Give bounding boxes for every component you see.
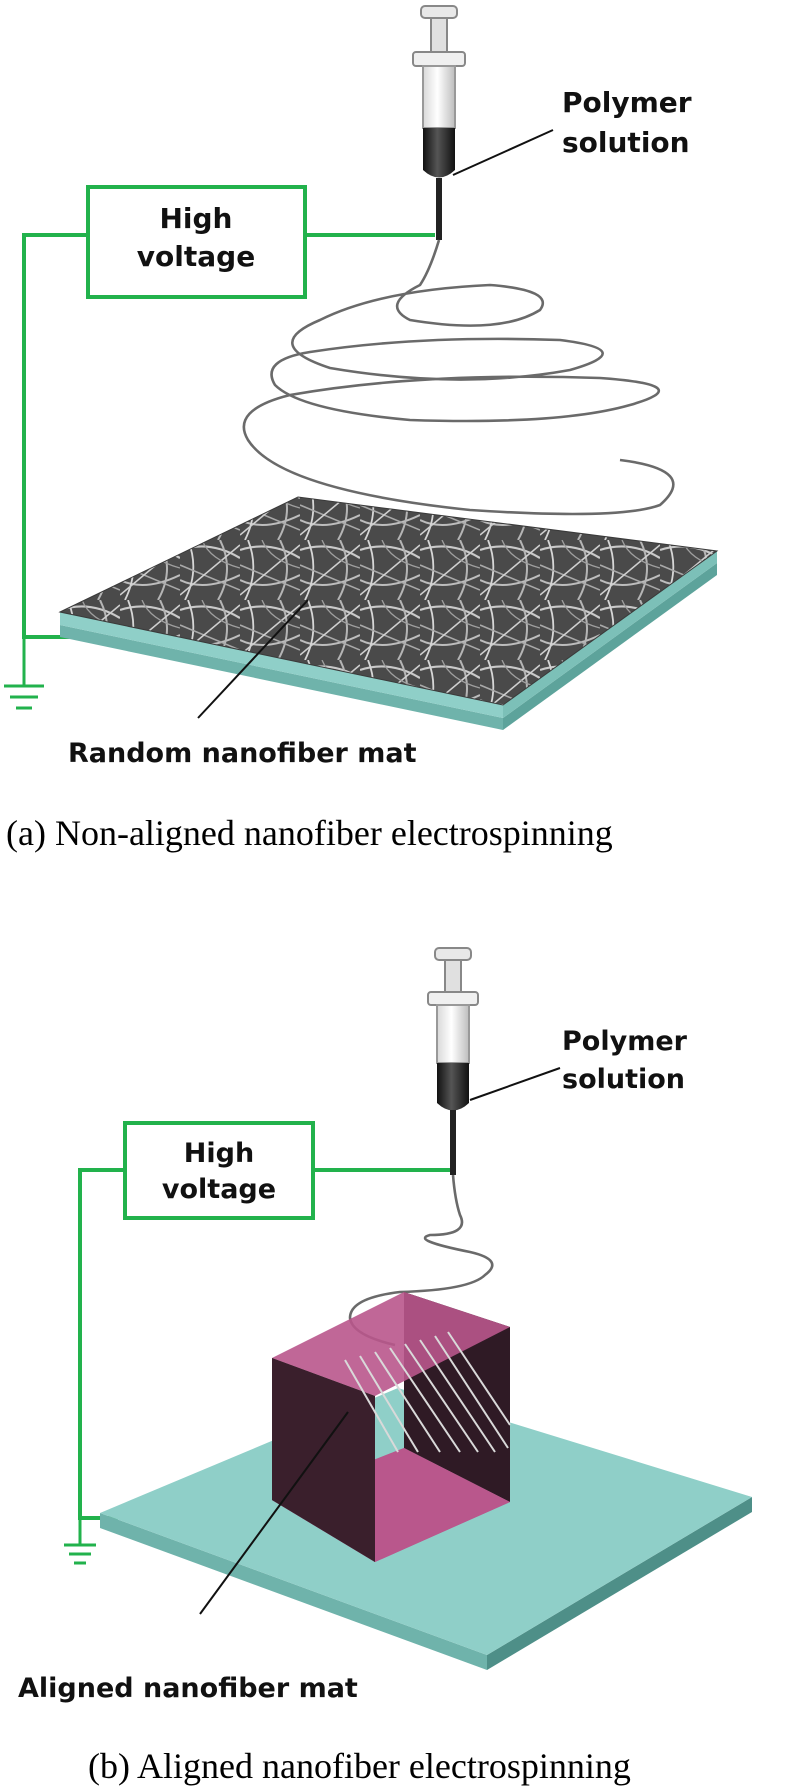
high-voltage-label-a-line2: voltage: [137, 240, 255, 273]
polymer-label-a-line2: solution: [562, 126, 690, 159]
caption-a: (a) Non-aligned nanofiber electrospinnin…: [6, 813, 613, 853]
mat-label-a: Random nanofiber mat: [68, 738, 417, 769]
polymer-label-b-line2: solution: [562, 1064, 685, 1095]
polymer-label-b-line1: Polymer: [562, 1026, 688, 1057]
polymer-label-a-line1: Polymer: [562, 86, 692, 119]
syringe-b: [427, 947, 479, 1175]
ground-symbol-b: [64, 1518, 96, 1565]
ground-symbol-a: [4, 637, 44, 710]
fiber-jet-a: [242, 239, 675, 516]
ground-wire-b: [78, 1168, 125, 1520]
syringe-a: [412, 5, 466, 240]
panel-a: High voltage Polymer solution Random nan…: [4, 5, 719, 853]
random-mat-a: [58, 496, 719, 730]
high-voltage-box-a: [86, 185, 307, 299]
mat-label-b: Aligned nanofiber mat: [18, 1673, 358, 1704]
high-voltage-box-b: [123, 1121, 315, 1220]
caption-b: (b) Aligned nanofiber electrospinning: [88, 1746, 631, 1786]
polymer-leader-b: [469, 1067, 561, 1101]
mat-leader-a: [197, 599, 309, 719]
collector-b: [272, 1292, 510, 1562]
high-voltage-label-b-line1: High: [184, 1138, 254, 1169]
aligned-fibers-b: [344, 1331, 511, 1453]
high-voltage-label-b-line2: voltage: [162, 1174, 276, 1205]
panel-b: High voltage Polymer solution: [18, 947, 752, 1786]
mat-leader-b: [199, 1411, 349, 1615]
fiber-jet-b: [348, 1174, 494, 1347]
ground-wire-a: [22, 233, 88, 639]
nanofiber-mat-surface-a: [58, 496, 719, 706]
polymer-leader-a: [452, 129, 554, 176]
high-voltage-label-a-line1: High: [159, 202, 232, 235]
